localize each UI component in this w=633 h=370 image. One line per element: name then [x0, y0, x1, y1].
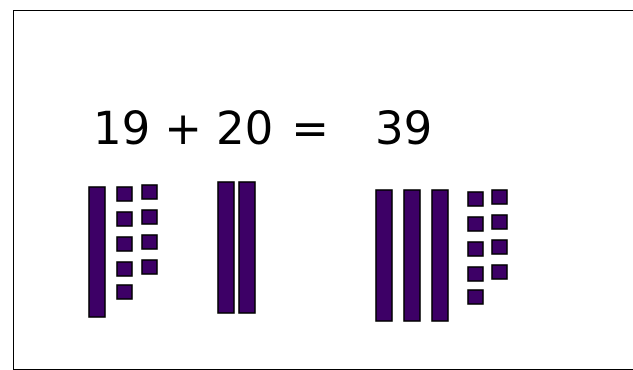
one-cube: [117, 262, 132, 276]
ten-rod: [432, 190, 448, 321]
one-cube: [117, 237, 132, 251]
one-cube: [117, 212, 132, 226]
ten-rod: [376, 190, 392, 321]
one-cube: [492, 265, 507, 279]
one-cube: [142, 235, 157, 249]
one-cube: [492, 215, 507, 229]
base-ten-blocks: [0, 0, 633, 362]
one-cube: [468, 192, 483, 206]
one-cube: [468, 267, 483, 281]
one-cube: [142, 260, 157, 274]
block-group-39: [376, 190, 507, 321]
ten-rod: [404, 190, 420, 321]
block-group-19: [89, 185, 157, 317]
one-cube: [492, 190, 507, 204]
one-cube: [468, 290, 483, 304]
ten-rod: [218, 182, 234, 313]
one-cube: [142, 185, 157, 199]
one-cube: [492, 240, 507, 254]
ten-rod: [89, 187, 105, 317]
one-cube: [468, 242, 483, 256]
block-group-20: [218, 182, 255, 313]
ten-rod: [239, 182, 255, 313]
one-cube: [117, 285, 132, 299]
one-cube: [142, 210, 157, 224]
one-cube: [468, 217, 483, 231]
one-cube: [117, 187, 132, 201]
